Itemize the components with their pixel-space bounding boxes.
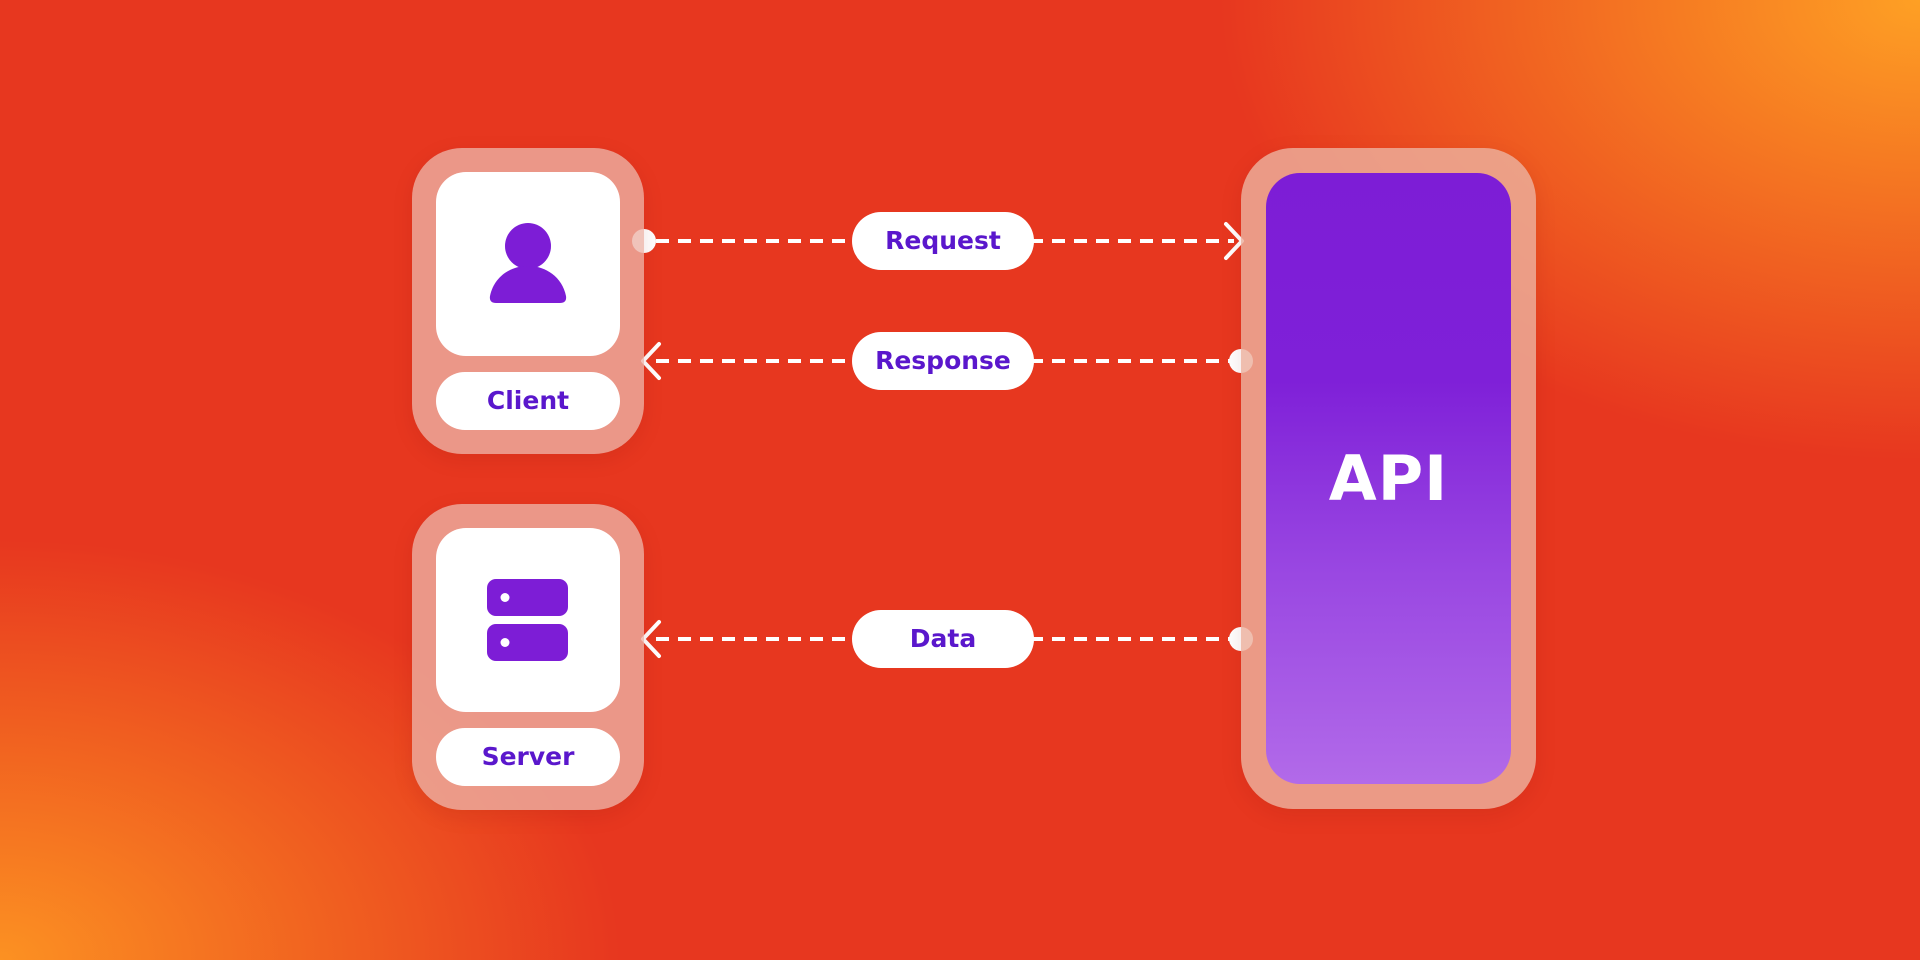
server-icon — [487, 579, 568, 661]
api-card: API — [1241, 148, 1536, 809]
user-icon — [489, 223, 567, 303]
data-label: Data — [852, 610, 1034, 668]
client-label: Client — [436, 372, 620, 430]
server-label: Server — [436, 728, 620, 786]
server-card: Server — [412, 504, 644, 810]
client-icon-tile — [436, 172, 620, 356]
request-label: Request — [852, 212, 1034, 270]
client-card: Client — [412, 148, 644, 454]
response-label: Response — [852, 332, 1034, 390]
api-label: API — [1328, 442, 1449, 515]
server-icon-tile — [436, 528, 620, 712]
api-panel: API — [1266, 173, 1511, 784]
